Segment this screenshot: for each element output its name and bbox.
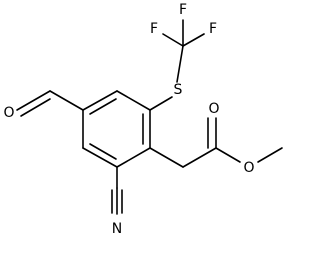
bond-cf3-f-left [162, 33, 184, 47]
nitrile-group: N [111, 166, 123, 237]
trifluoromethylthio-group: F F F S [149, 2, 217, 111]
atom-f-left: F [150, 21, 158, 37]
bond-carbonyl-ester-o [215, 147, 241, 163]
ring-bond-c3-c4 [82, 147, 118, 168]
ring-bond-c2-c3 [116, 147, 151, 168]
bond-sulfur-cf3 [176, 45, 184, 83]
methyl-acetate-group: O O [149, 101, 283, 176]
aldehyde-group: O [3, 90, 84, 121]
atom-o-carbonyl: O [208, 101, 219, 117]
molecule-diagram: F F F S O N O O [3, 2, 283, 237]
bond-ch2-carbonyl-c [182, 147, 217, 168]
ring-bond-c6-c1 [116, 90, 151, 111]
bond-ester-o-methyl [257, 147, 283, 163]
atom-o-ester: O [243, 160, 254, 176]
structure-svg: F F F S O N O O [3, 2, 283, 237]
bond-ring-sulfur [149, 96, 173, 111]
bond-aldehyde-co [16, 90, 51, 111]
ring-bond-c5-c6 [82, 90, 118, 111]
atom-f-top: F [179, 2, 187, 18]
bond-ring-ch2 [149, 147, 184, 168]
bond-ring-aldehyde-c [49, 90, 84, 111]
bond-cf3-f-right [182, 33, 205, 47]
atom-sulfur: S [174, 82, 183, 98]
atom-o-aldehyde: O [3, 105, 14, 121]
atom-f-right: F [209, 21, 217, 37]
atom-n-nitrile: N [112, 221, 122, 237]
bond-aldehyde-co-double [20, 98, 51, 117]
benzene-ring [82, 90, 151, 168]
ring-double-c5-c6 [89, 98, 117, 115]
ring-double-c3-c4 [89, 143, 117, 160]
